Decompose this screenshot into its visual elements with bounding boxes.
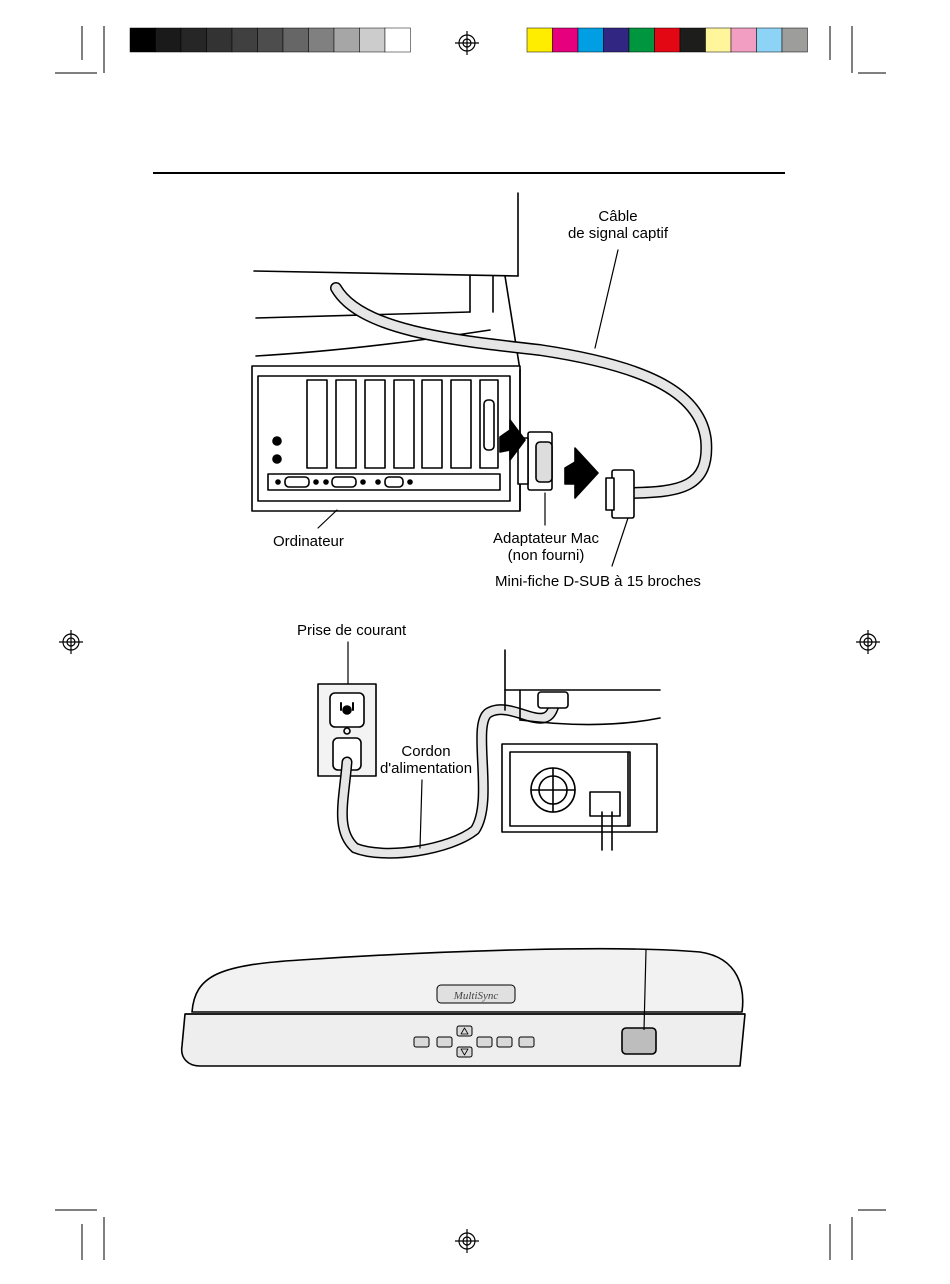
swatch (309, 28, 335, 52)
swatch (782, 28, 808, 52)
cord-label-line-2: d'alimentation (370, 760, 482, 777)
swatch (527, 28, 553, 52)
brand-text: MultiSync (453, 990, 499, 1002)
cable-label-line-2: de signal captif (548, 225, 688, 242)
print-marks (55, 26, 886, 1260)
cord-label: Cordon d'alimentation (370, 743, 482, 777)
adapter-label: Adaptateur Mac (non fourni) (478, 530, 614, 564)
swatch (258, 28, 284, 52)
swatch (706, 28, 732, 52)
swatch (232, 28, 258, 52)
swatch (604, 28, 630, 52)
swatch (207, 28, 233, 52)
connector-label: Mini-fiche D-SUB à 15 broches (495, 573, 701, 590)
swatch (156, 28, 182, 52)
swatch (757, 28, 783, 52)
swatch (680, 28, 706, 52)
registration-mark-right (856, 630, 880, 654)
swatch (283, 28, 309, 52)
swatch (181, 28, 207, 52)
swatch (360, 28, 386, 52)
swatch (553, 28, 579, 52)
adapter-label-line-1: Adaptateur Mac (478, 530, 614, 547)
cable-label-line-1: Câble (548, 208, 688, 225)
swatch (385, 28, 411, 52)
registration-mark-bottom (455, 1229, 479, 1253)
outlet-label: Prise de courant (297, 622, 406, 639)
swatch (655, 28, 681, 52)
cord-label-line-1: Cordon (370, 743, 482, 760)
swatch (629, 28, 655, 52)
cable-label: Câble de signal captif (548, 208, 688, 242)
swatch (130, 28, 156, 52)
registration-mark-left (59, 630, 83, 654)
swatch (334, 28, 360, 52)
gray-calibration-strip (130, 28, 411, 52)
dsub-mini-plug (606, 470, 634, 518)
figure-signal-cable-connection (252, 193, 706, 566)
computer-rear-illustration (252, 276, 520, 511)
swatch (578, 28, 604, 52)
computer-label: Ordinateur (273, 533, 344, 550)
figure-monitor-front-panel (182, 949, 745, 1066)
insert-arrow-plug (565, 448, 598, 498)
monitor-rear-power-illustration (502, 650, 660, 850)
monitor-rear-illustration (254, 193, 518, 356)
registration-mark-top (455, 31, 479, 55)
color-calibration-strip (527, 28, 808, 52)
swatch (731, 28, 757, 52)
adapter-label-line-2: (non fourni) (478, 547, 614, 564)
power-button (622, 1028, 656, 1054)
